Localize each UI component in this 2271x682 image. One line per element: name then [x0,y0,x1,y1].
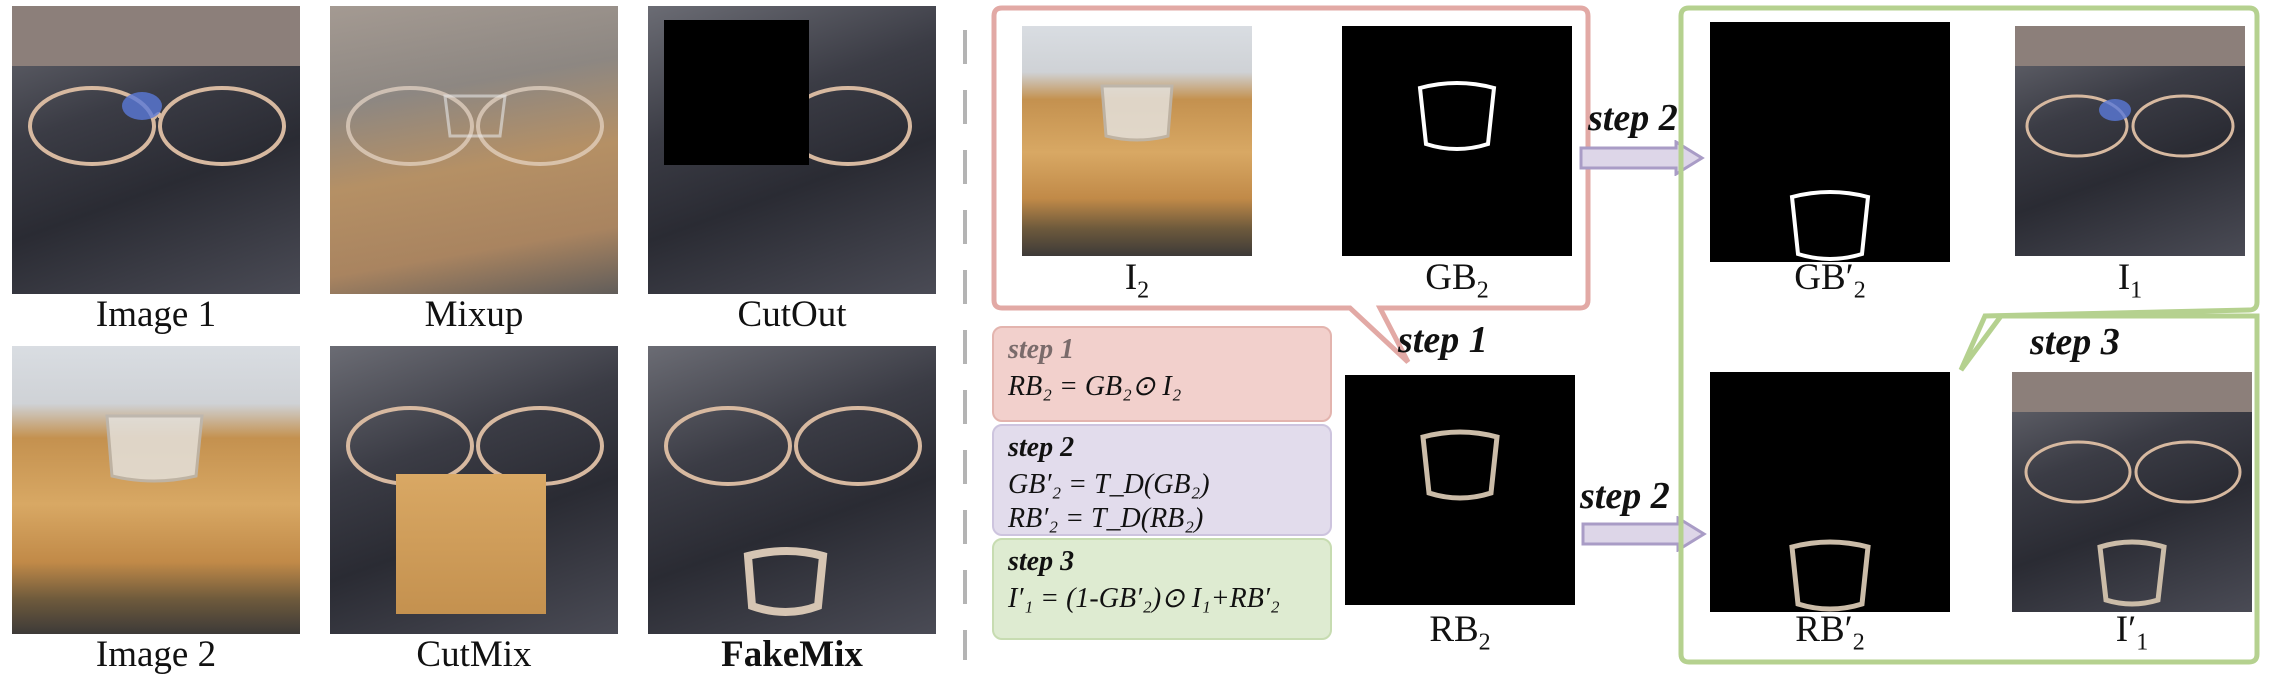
glasses-icon [12,6,300,166]
cutmix-label: CutMix [416,634,532,675]
rbp2-label: RB′2 [1795,609,1865,656]
image1-photo [12,6,300,294]
gbp2-mask [1710,22,1950,262]
divider-line [963,30,967,660]
cutmix-photo [330,346,618,634]
fakemix-label: FakeMix [721,634,863,675]
rb2-mask [1345,375,1575,605]
step1-tag: step 1 [1398,319,1488,361]
i1-photo [2015,26,2245,256]
rbp2-mask [1710,372,1950,612]
image1-label: Image 1 [95,294,217,335]
mixup-label: Mixup [424,294,524,335]
fakemix-photo [648,346,936,634]
step2-arrow-top [1579,140,1705,176]
green-callout-frame [1678,5,2260,665]
gb2-label: GB2 [1425,257,1489,304]
i2-photo [1022,26,1252,256]
image2-photo [12,346,300,634]
rb2-label: RB2 [1429,609,1491,656]
step2-box: step 2 GB′₂ = T_D(GB₂) RB′₂ = T_D(RB₂) [992,424,1332,536]
i2-label: I2 [1124,257,1150,304]
cutout-label: CutOut [737,294,847,335]
cutmix-patch [396,474,546,614]
gbp2-label: GB′2 [1794,257,1866,304]
step2-tag-top: step 2 [1588,97,1678,139]
ip1-photo [2012,372,2252,612]
gb2-mask [1342,26,1572,256]
step1-box: step 1 RB₂ = GB₂⊙ I₂ [992,326,1332,422]
step2-tag-bottom: step 2 [1580,475,1670,517]
step2-arrow-bottom [1581,516,1707,552]
cutout-photo [648,6,936,294]
step3-box: step 3 I′₁ = (1-GB′₂)⊙ I₁+RB′₂ [992,538,1332,640]
red-callout-frame [991,5,1591,364]
ip1-label: I′1 [2115,609,2149,656]
i1-label: I1 [2117,257,2143,304]
cutout-black-patch [664,20,809,165]
step3-tag: step 3 [2030,321,2120,363]
image2-label: Image 2 [95,634,217,675]
mixup-photo [330,6,618,294]
